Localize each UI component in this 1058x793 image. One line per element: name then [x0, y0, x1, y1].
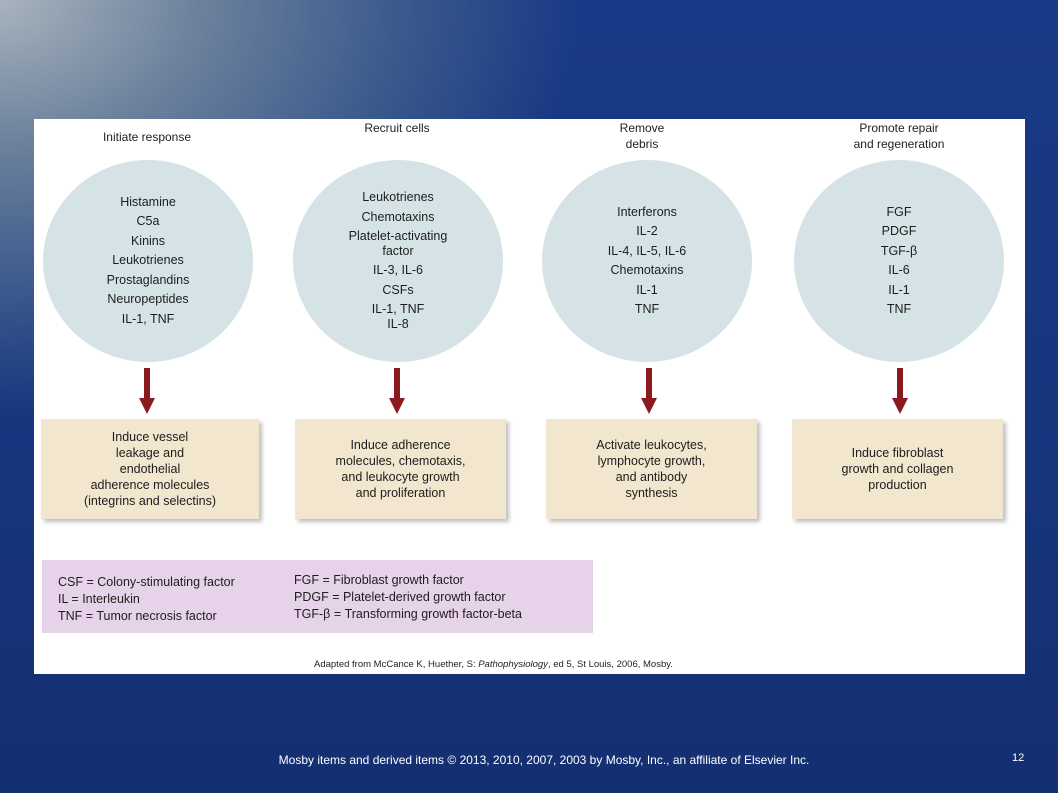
- mediator-circle-promote-repair: FGF PDGF TGF-β IL-6 IL-1 TNF: [794, 160, 1004, 362]
- mediator-item: Histamine: [120, 194, 176, 209]
- mediator-item: Leukotrienes: [362, 190, 434, 204]
- effect-box-remove-debris: Activate leukocytes, lymphocyte growth, …: [546, 419, 757, 519]
- mediator-item: Neuropeptides: [107, 292, 189, 307]
- copyright-footer: Mosby items and derived items © 2013, 20…: [278, 753, 810, 767]
- legend-entry: PDGF = Platelet-derived growth factor: [294, 590, 506, 604]
- legend-entry: FGF = Fibroblast growth factor: [294, 573, 464, 587]
- mediator-circle-initiate-response: Histamine C5a Kinins Leukotrienes Prosta…: [43, 160, 253, 362]
- mediator-item: Leukotrienes: [112, 253, 184, 268]
- effect-text: Induce vessel leakage and endothelial ad…: [83, 430, 216, 508]
- mediator-item: CSFs: [382, 282, 414, 297]
- effect-box-promote-repair: Induce fibroblast growth and collagen pr…: [792, 419, 1003, 519]
- mediator-item: IL-1: [636, 282, 658, 297]
- diagram-panel: Initiate response Histamine C5a Kinins L…: [34, 119, 1025, 674]
- mediator-item: PDGF: [881, 224, 917, 238]
- down-arrow-icon: [139, 368, 155, 414]
- abbreviation-legend: CSF = Colony-stimulating factor IL = Int…: [42, 560, 593, 633]
- mediator-item: Prostaglandins: [106, 272, 190, 287]
- legend-entry: IL = Interleukin: [58, 592, 140, 606]
- mediator-item: IL-1, TNF: [121, 311, 175, 326]
- mediator-item: TNF: [886, 302, 912, 316]
- effect-text: Activate leukocytes, lymphocyte growth, …: [596, 438, 707, 500]
- effect-box-initiate-response: Induce vessel leakage and endothelial ad…: [41, 419, 259, 519]
- mediator-item: Kinins: [130, 233, 166, 248]
- mediator-circle-remove-debris: Interferons IL-2 IL-4, IL-5, IL-6 Chemot…: [542, 160, 752, 362]
- credit-prefix: Adapted from McCance K, Huether, S:: [314, 659, 479, 670]
- mediator-circle-recruit-cells: Leukotrienes Chemotaxins Platelet-activa…: [293, 160, 503, 362]
- mediator-item: C5a: [136, 214, 160, 229]
- mediator-item: IL-2: [636, 224, 658, 238]
- column-title-remove-debris: Remove debris: [619, 121, 665, 151]
- page-number: 12: [1012, 752, 1025, 764]
- column-title-recruit-cells: Recruit cells: [364, 121, 430, 135]
- mediator-item: Platelet-activating factor: [348, 229, 448, 258]
- effect-text: Induce fibroblast growth and collagen pr…: [841, 446, 954, 492]
- legend-entry: CSF = Colony-stimulating factor: [58, 575, 235, 589]
- mediator-item: IL-1: [888, 282, 910, 297]
- column-title-promote-repair: Promote repair and regeneration: [853, 121, 945, 151]
- effect-box-recruit-cells: Induce adherence molecules, chemotaxis, …: [295, 419, 506, 519]
- column-title-initiate-response: Initiate response: [102, 130, 192, 144]
- legend-entry: TGF-β = Transforming growth factor-beta: [294, 607, 522, 621]
- effect-text: Induce adherence molecules, chemotaxis, …: [335, 438, 466, 500]
- mediator-item: TNF: [634, 302, 660, 316]
- legend-entry: TNF = Tumor necrosis factor: [58, 609, 217, 623]
- down-arrow-icon: [389, 368, 405, 414]
- mediator-item: IL-3, IL-6: [372, 263, 424, 277]
- mediator-item: Chemotaxins: [361, 209, 435, 224]
- mediator-item: Chemotaxins: [610, 263, 684, 277]
- credit-book-title: Pathophysiology: [478, 659, 548, 670]
- mediator-item: IL-1, TNF IL-8: [371, 302, 425, 331]
- legend-column-left: CSF = Colony-stimulating factor IL = Int…: [58, 574, 235, 625]
- credit-suffix: , ed 5, St Louis, 2006, Mosby.: [547, 659, 673, 670]
- down-arrow-icon: [892, 368, 908, 414]
- mediator-item: TGF-β: [880, 243, 918, 258]
- source-credit: Adapted from McCance K, Huether, S: Path…: [314, 659, 673, 670]
- mediator-item: IL-4, IL-5, IL-6: [607, 243, 687, 258]
- legend-column-right: FGF = Fibroblast growth factor PDGF = Pl…: [294, 572, 522, 623]
- mediator-item: Interferons: [617, 204, 677, 219]
- mediator-item: IL-6: [888, 263, 910, 277]
- down-arrow-icon: [641, 368, 657, 414]
- mediator-item: FGF: [886, 204, 912, 219]
